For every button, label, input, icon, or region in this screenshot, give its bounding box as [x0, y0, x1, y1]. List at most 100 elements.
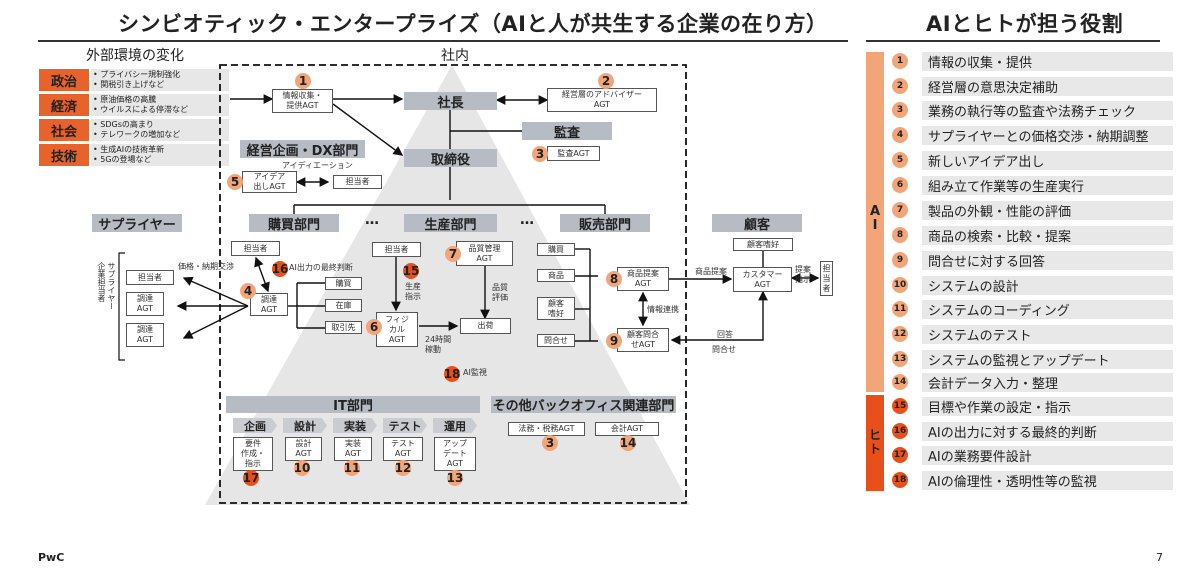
customer-agt-box: カスタマー AGT — [733, 267, 792, 292]
it-phase-planning: 企画 — [233, 418, 277, 433]
factor-technology-desc: • 生成AIの技術革新 • 5Gの登場など — [91, 144, 229, 166]
qc-agt-box: 品質管理 AGT — [456, 241, 513, 266]
role-item: 新しいアイデア出し — [922, 151, 1173, 170]
proc-agt-box: 調達 AGT — [250, 293, 288, 316]
label-backoffice: その他バックオフィス関連部門 — [491, 396, 676, 414]
badge-12: 12 — [394, 460, 412, 476]
role-number-badge: 10 — [892, 277, 908, 293]
legal-agt-box: 法務・税務AGT — [508, 422, 585, 436]
proc-partner-box: 取引先 — [325, 321, 362, 334]
ellipsis-1: … — [365, 212, 380, 228]
role-number-badge: 14 — [892, 374, 908, 390]
badge-14: 14 — [619, 435, 637, 451]
accounting-agt-box: 会計AGT — [595, 422, 659, 436]
factor-economy: 経済 — [39, 94, 89, 116]
main-title: シンビオティック・エンタープライズ（AIと人が共生する企業の在り方） — [118, 12, 828, 36]
role-item: 製品の外観・性能の評価 — [922, 201, 1173, 220]
sup-agt2-box: 調達 AGT — [126, 323, 164, 347]
role-number-badge: 11 — [892, 301, 908, 317]
badge-10: 10 — [293, 460, 311, 476]
role-number-badge: 6 — [892, 177, 908, 193]
role-number-badge: 18 — [892, 472, 908, 488]
note-quality-eval: 品質 評価 — [492, 283, 508, 302]
info-agt-box: 情報収集・ 提供AGT — [272, 89, 333, 113]
factor-line: • プライバシー規制強化 — [93, 70, 181, 79]
it-phase-design: 設計 — [283, 418, 327, 433]
cust-staff-box: 担 当 者 — [820, 261, 833, 296]
advisor-agt-box: 経営層のアドバイザー AGT — [547, 88, 657, 112]
label-planning-dx: 経営企画・DX部門 — [240, 140, 365, 159]
label-procurement: 購買部門 — [249, 214, 339, 233]
label-customer: 顧客 — [712, 214, 802, 233]
badge-5: 5 — [227, 174, 243, 190]
it-impl-box: 実装 AGT — [334, 437, 372, 461]
label-president: 社長 — [404, 92, 497, 111]
badge-18: 18 — [443, 366, 461, 382]
human-group-label: ヒ ト — [868, 428, 881, 456]
it-requirements-box: 要件 作成・ 指示 — [233, 437, 273, 471]
role-number-badge: 17 — [892, 447, 908, 463]
label-supplier: サプライヤー — [92, 214, 182, 233]
role-number-badge: 16 — [892, 423, 908, 439]
note-answer: 回答 — [717, 330, 733, 339]
sup-agt1-box: 調達 AGT — [126, 292, 164, 316]
role-number-badge: 5 — [892, 152, 908, 168]
role-item: 情報の収集・提供 — [922, 52, 1173, 71]
factor-politics-desc: • プライバシー規制強化 • 関税引き上げなど — [91, 69, 229, 91]
sup-vertical-label: サプライヤー 企業担当者 — [97, 262, 116, 310]
side-title-underline — [866, 40, 1160, 42]
factor-line: • ウイルスによる停滞など — [93, 105, 189, 114]
audit-agt-box: 監査AGT — [547, 146, 600, 161]
role-item: システムのテスト — [922, 325, 1173, 344]
role-item: システムのコーディング — [922, 300, 1173, 319]
human-group-bar — [866, 395, 884, 491]
factor-line: • 生成AIの技術革新 — [93, 145, 165, 154]
role-item: 商品の検索・比較・提案 — [922, 226, 1173, 245]
factor-line: • 原油価格の高騰 — [93, 95, 157, 104]
proc-buy-box: 購買 — [325, 277, 362, 290]
label-audit: 監査 — [522, 122, 612, 141]
factor-technology: 技術 — [39, 144, 89, 166]
note-24h: 24時間 稼動 — [425, 335, 452, 354]
role-number-badge: 13 — [892, 351, 908, 367]
internal-boundary — [219, 64, 687, 504]
it-test-box: テスト AGT — [383, 437, 423, 461]
title-underline — [38, 40, 848, 42]
it-phase-operation: 運用 — [433, 418, 477, 433]
ai-group-label: A I — [869, 204, 881, 233]
internal-label: 社内 — [441, 48, 469, 64]
role-number-badge: 9 — [892, 252, 908, 268]
role-item: システムの設計 — [922, 276, 1173, 295]
sales-inquiry-box: 問合せ — [537, 334, 575, 347]
ai-group-bar — [866, 52, 884, 392]
dx-staff-box: 担当者 — [333, 175, 382, 189]
badge-11: 11 — [343, 460, 361, 476]
side-title: AIとヒトが担う役割 — [926, 12, 1124, 36]
role-item: システムの監視とアップデート — [922, 350, 1173, 369]
proc-staff-box: 担当者 — [231, 241, 280, 256]
idea-agt-box: アイデア 出しAGT — [242, 171, 297, 193]
badge-3-legal: 3 — [542, 435, 558, 451]
note-info-link: 情報連携 — [647, 305, 679, 314]
label-sales: 販売部門 — [560, 214, 650, 233]
role-item: 問合せに対する回答 — [922, 251, 1173, 270]
sales-buy-box: 購買 — [537, 243, 575, 256]
factor-line: • 5Gの登場など — [93, 155, 152, 164]
note-price-negotiation: 価格・納期交渉 — [178, 262, 234, 271]
inquiry-agt-box: 顧客問合 せAGT — [617, 328, 669, 352]
badge-1: 1 — [295, 73, 311, 89]
label-board: 取締役 — [404, 149, 497, 168]
physical-agt-box: フィジ カル AGT — [376, 312, 418, 347]
factor-politics: 政治 — [39, 69, 89, 91]
role-number-badge: 15 — [892, 398, 908, 414]
note-proposal-instruction: 提案 指示 — [795, 265, 811, 284]
role-item: 目標や作業の設定・指示 — [922, 397, 1173, 416]
factor-line: • テレワークの増加など — [93, 130, 181, 139]
sup-staff-box: 担当者 — [126, 270, 174, 285]
badge-3: 3 — [532, 146, 548, 162]
external-heading: 外部環境の変化 — [86, 48, 184, 64]
ideation-label: アイディエーション — [282, 161, 353, 170]
proposal-agt-box: 商品提案 AGT — [617, 267, 669, 291]
role-item: AIの出力に対する最終的判断 — [922, 422, 1173, 441]
